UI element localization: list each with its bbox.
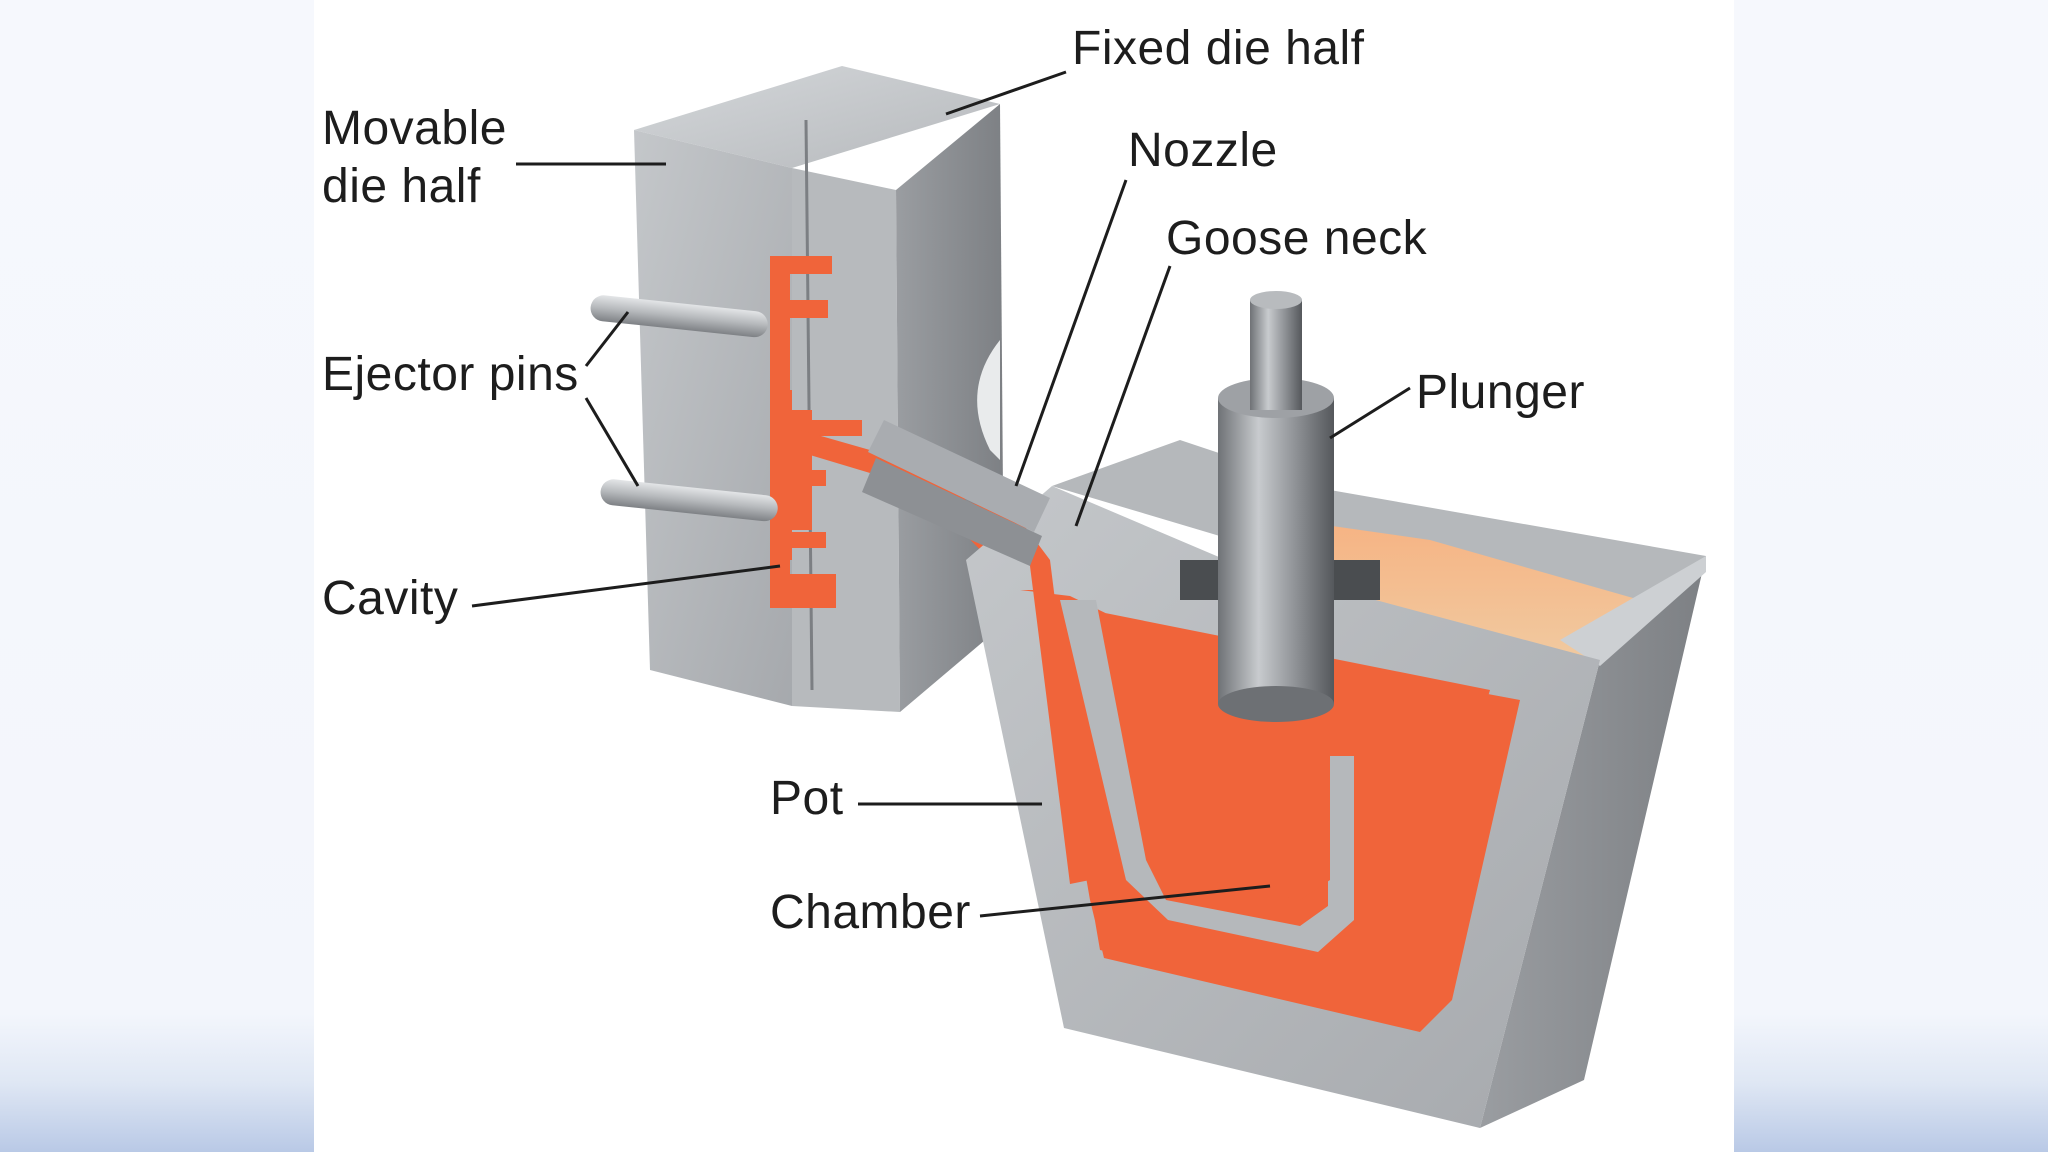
die-block xyxy=(634,66,1004,712)
label-plunger: Plunger xyxy=(1416,366,1585,419)
right-side-panel xyxy=(1734,0,2048,1152)
die-top-face xyxy=(634,66,1000,168)
left-side-panel xyxy=(0,0,314,1152)
goose-neck-channel xyxy=(872,470,1090,884)
label-pot: Pot xyxy=(770,772,844,825)
leader-nozzle xyxy=(1014,179,1128,487)
pot-right-wall-top xyxy=(1560,556,1706,666)
leader-goose-neck xyxy=(1074,265,1172,527)
label-goose-neck: Goose neck xyxy=(1166,212,1428,265)
label-ejector-pins: Ejector pins xyxy=(322,348,579,401)
label-chamber: Chamber xyxy=(770,886,971,939)
ejector-pin-lower xyxy=(600,479,778,522)
cavity-shape xyxy=(770,256,1000,608)
plunger xyxy=(1180,291,1380,722)
goose-neck-wall xyxy=(1060,600,1354,952)
ejector-pin-upper xyxy=(590,295,768,338)
movable-die-front-face xyxy=(634,130,792,706)
label-movable-die-half: Movable die half xyxy=(322,102,507,213)
ejector-pins xyxy=(590,295,778,522)
label-nozzle: Nozzle xyxy=(1128,124,1278,177)
label-fixed-die-half: Fixed die half xyxy=(1072,22,1365,75)
leader-lines xyxy=(471,70,1411,918)
plunger-rod xyxy=(1250,300,1302,410)
leader-plunger xyxy=(1329,386,1411,440)
leader-chamber xyxy=(979,884,1271,918)
nozzle xyxy=(862,420,1050,566)
nozzle-seat-recess xyxy=(977,340,1000,460)
leader-ejector-pin-upper xyxy=(584,311,630,367)
pot-right-wall xyxy=(1480,556,1706,1128)
leader-ejector-pin-lower xyxy=(584,397,640,487)
label-cavity: Cavity xyxy=(322,572,459,625)
pot xyxy=(966,440,1706,1128)
leader-fixed-die-half xyxy=(945,70,1067,116)
leader-cavity xyxy=(471,564,781,608)
plunger-body xyxy=(1218,398,1334,704)
